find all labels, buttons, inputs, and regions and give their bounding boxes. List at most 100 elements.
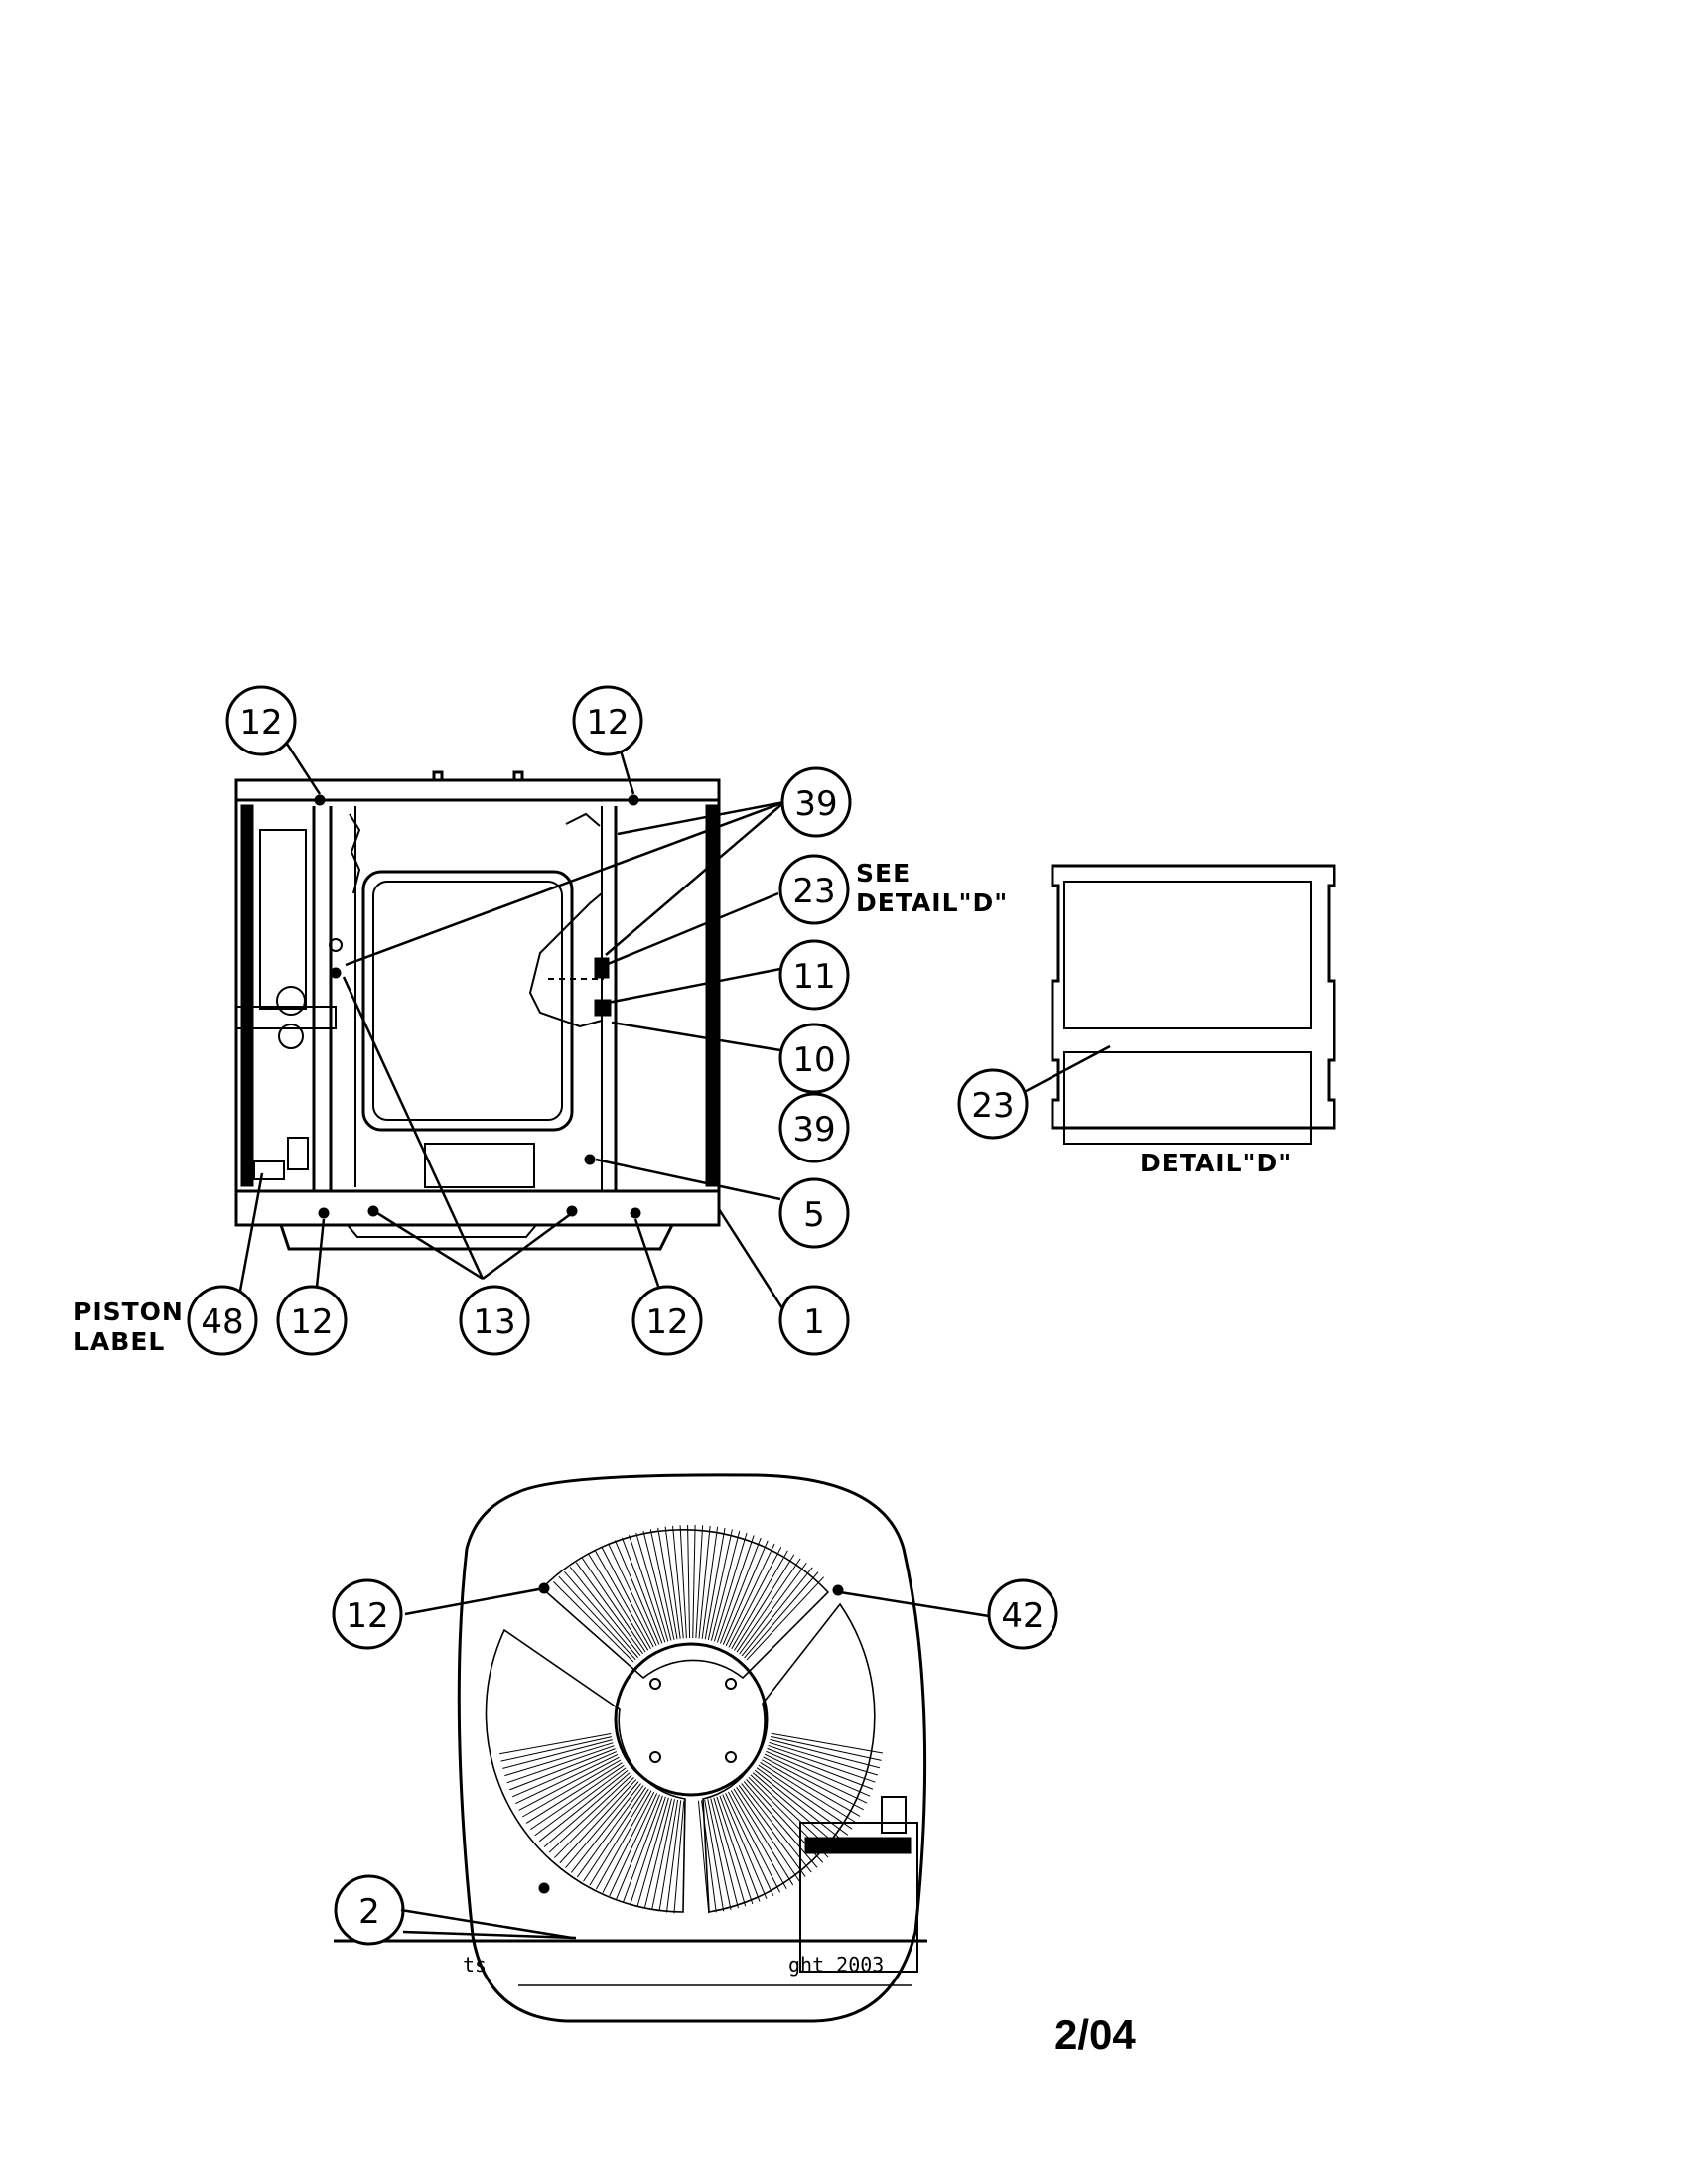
grille-line: [583, 1787, 647, 1882]
svg-text:5: 5: [803, 1195, 825, 1235]
svg-text:1: 1: [803, 1302, 825, 1342]
grille-line: [722, 1794, 768, 1899]
grille-line: [525, 1762, 623, 1824]
grille-line: [719, 1795, 761, 1902]
grille-line: [506, 1745, 615, 1784]
grille-line: [518, 1756, 620, 1811]
callout-12-bottom-right: 12: [632, 1285, 703, 1356]
callout-11: 11: [778, 939, 850, 1011]
fan-blades: [485, 1528, 876, 1913]
grille-line: [687, 1525, 691, 1639]
svg-text:12: 12: [586, 703, 629, 743]
svg-text:2: 2: [358, 1892, 380, 1932]
callout-1: 1: [778, 1285, 850, 1356]
grille-line: [570, 1783, 641, 1873]
grille-line: [733, 1788, 794, 1886]
grille-line: [710, 1798, 739, 1909]
grille-line: [630, 1796, 666, 1905]
callout-12-fan: 12: [332, 1578, 403, 1650]
fragment-text-left: ts: [463, 1953, 487, 1977]
grille-line: [739, 1562, 807, 1655]
svg-text:12: 12: [290, 1302, 333, 1342]
grille-line: [701, 1526, 719, 1639]
grille-line: [736, 1558, 801, 1653]
callout-23: 23: [778, 854, 850, 925]
grille-line: [752, 1772, 839, 1847]
svg-text:42: 42: [1001, 1596, 1044, 1636]
grille-line: [771, 1735, 882, 1761]
svg-text:12: 12: [239, 703, 282, 743]
grille-line: [710, 1531, 741, 1641]
grille-line: [697, 1800, 710, 1914]
grille-line: [707, 1529, 733, 1640]
grille-line: [719, 1537, 762, 1644]
grille-line: [704, 1799, 725, 1912]
grille-line: [657, 1527, 678, 1640]
grille-line: [736, 1786, 800, 1882]
grille-line: [679, 1525, 687, 1639]
grille-line: [722, 1540, 769, 1645]
grille-line: [716, 1796, 754, 1905]
grille-line: [559, 1779, 637, 1864]
piston-label-line2: LABEL: [73, 1327, 165, 1356]
grille-line: [576, 1785, 644, 1878]
grille-line: [767, 1747, 874, 1790]
callout-2-fan: 2: [334, 1874, 405, 1946]
grille-line: [728, 1547, 782, 1648]
svg-text:39: 39: [792, 1110, 835, 1150]
grille-line: [768, 1744, 876, 1783]
grille-line: [565, 1781, 639, 1869]
detail-reference-label: DETAIL"D": [856, 888, 1008, 917]
grille-line: [761, 1759, 861, 1817]
grille-line: [500, 1736, 613, 1762]
grille-line: [734, 1554, 795, 1651]
grille-line: [713, 1797, 747, 1907]
grille-line: [558, 1575, 636, 1661]
grille-line: [588, 1554, 649, 1651]
callout-12-bottom-left: 12: [276, 1285, 348, 1356]
grille-line: [764, 1753, 868, 1804]
svg-text:39: 39: [794, 784, 837, 824]
grille-line: [635, 1532, 669, 1642]
grille-line: [502, 1739, 613, 1769]
grille-line: [746, 1576, 825, 1661]
grille-line: [756, 1767, 849, 1836]
grille-line: [643, 1798, 672, 1909]
svg-text:12: 12: [346, 1596, 388, 1636]
grille-line: [564, 1570, 639, 1659]
grille-line: [529, 1764, 625, 1831]
callout-5: 5: [778, 1177, 850, 1249]
grille-line: [548, 1774, 632, 1853]
grille-line: [575, 1562, 643, 1655]
svg-text:23: 23: [971, 1086, 1014, 1126]
svg-text:23: 23: [792, 872, 835, 911]
grille-line: [609, 1793, 658, 1897]
fan-leaders: [404, 1586, 990, 1618]
grille-line: [731, 1550, 788, 1650]
grille-line: [741, 1567, 813, 1657]
grille-line: [725, 1793, 774, 1896]
grille-line: [664, 1526, 681, 1639]
grille-line: [725, 1543, 775, 1647]
unit-side-view: [234, 770, 721, 1251]
grille-line: [642, 1530, 672, 1641]
leader-lines: [238, 740, 785, 1309]
grille-line: [728, 1791, 781, 1893]
grille-line: [511, 1751, 617, 1798]
grille-line: [608, 1543, 657, 1647]
grille-line: [616, 1794, 660, 1900]
callout-23-detail: 23: [957, 1068, 1029, 1140]
grille-line: [601, 1546, 654, 1648]
grille-line: [658, 1799, 679, 1912]
callout-48: 48: [187, 1285, 258, 1356]
grille-line: [499, 1733, 612, 1755]
grille-line: [770, 1738, 880, 1769]
grille-line: [769, 1741, 878, 1776]
grille-line: [695, 1525, 704, 1639]
grille-line: [763, 1756, 864, 1811]
callout-10: 10: [778, 1023, 850, 1094]
grille-line: [623, 1795, 663, 1902]
svg-text:12: 12: [645, 1302, 688, 1342]
grille-line: [713, 1533, 748, 1642]
